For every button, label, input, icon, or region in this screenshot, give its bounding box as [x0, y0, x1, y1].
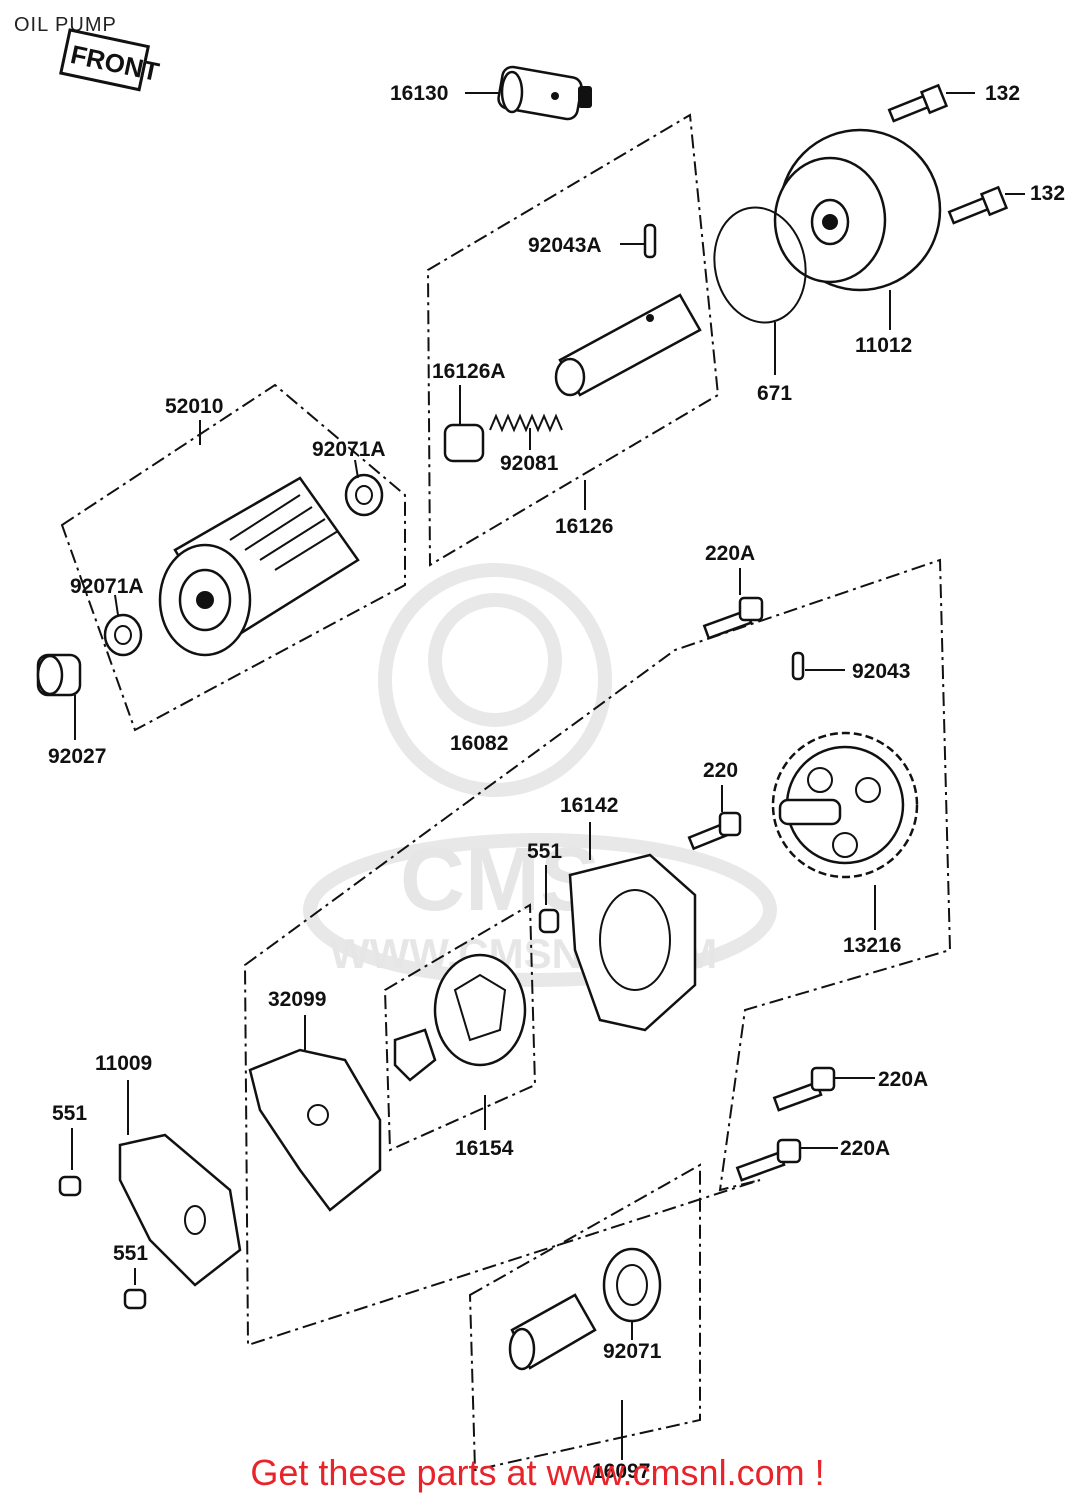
bolt-220A-mid	[772, 1066, 875, 1112]
label-11012: 11012	[855, 334, 912, 357]
label-92071A-lower: 92071A	[70, 575, 144, 598]
part-92043-pin	[791, 651, 845, 681]
label-92027: 92027	[48, 745, 106, 768]
label-16082: 16082	[450, 732, 508, 755]
part-52010-oil-filter	[158, 420, 360, 657]
label-52010: 52010	[165, 395, 223, 418]
label-16126A: 16126A	[432, 360, 506, 383]
relief-valve-group	[426, 113, 720, 567]
part-16126A-plunger	[443, 385, 485, 463]
part-551-low	[123, 1268, 147, 1310]
label-220: 220	[703, 759, 738, 782]
label-551-left: 551	[52, 1102, 87, 1125]
label-13216: 13216	[843, 934, 901, 957]
label-551-low: 551	[113, 1242, 148, 1265]
part-92071-seal	[602, 1247, 662, 1340]
part-92071A-lower	[103, 594, 143, 657]
bolt-220A-upper	[702, 568, 764, 640]
label-32099: 32099	[268, 988, 326, 1011]
front-tag: FRONT	[59, 28, 162, 92]
label-220A-upper: 220A	[705, 542, 755, 565]
part-relief-valve	[554, 293, 702, 397]
part-551-left	[58, 1128, 82, 1197]
part-92081-spring	[489, 413, 563, 450]
part-16097-shaft	[508, 1293, 623, 1460]
bolt-132-lower	[947, 185, 1025, 225]
label-16097: 16097	[592, 1460, 650, 1483]
page-title: OIL PUMP	[14, 14, 117, 36]
part-11009-plate	[118, 1080, 242, 1287]
rotor-group	[383, 903, 537, 1152]
part-16142-pump-body	[568, 822, 697, 1032]
pump-group	[243, 558, 952, 1347]
part-671-oring	[713, 206, 807, 324]
part-labels: 16130 132 132 92043A 11012 671 16126A 92…	[48, 82, 1065, 1483]
label-16154: 16154	[455, 1137, 514, 1160]
part-16154-rotors	[393, 953, 527, 1130]
part-32099-gasket	[248, 1015, 382, 1212]
part-92027-collar	[36, 653, 82, 740]
footer-link-text[interactable]: Get these parts at www.cmsnl.com !	[250, 1452, 825, 1493]
label-220A-low: 220A	[840, 1137, 890, 1160]
label-16126: 16126	[555, 515, 613, 538]
label-92081: 92081	[500, 452, 559, 475]
label-92071: 92071	[603, 1340, 662, 1363]
label-16142: 16142	[560, 794, 618, 817]
label-11009: 11009	[95, 1052, 152, 1075]
label-132-upper: 132	[985, 82, 1020, 105]
shaft-group	[468, 1163, 701, 1472]
part-16130	[465, 65, 592, 121]
label-92043A: 92043A	[528, 234, 602, 257]
oil-filter-group	[60, 383, 406, 732]
bolt-132-upper	[887, 83, 975, 123]
label-551-mid: 551	[527, 840, 562, 863]
label-92071A-upper: 92071A	[312, 438, 386, 461]
part-92043A-pin	[620, 223, 657, 259]
label-220A-mid: 220A	[878, 1068, 928, 1091]
watermark-brand: CMS	[400, 830, 600, 930]
bolt-220A-low	[735, 1138, 838, 1182]
bolt-220	[687, 785, 742, 851]
part-92071A-upper	[344, 459, 384, 517]
label-92043: 92043	[852, 660, 910, 683]
label-16130: 16130	[390, 82, 448, 105]
label-671: 671	[757, 382, 792, 405]
part-551-mid	[538, 865, 560, 934]
label-132-lower: 132	[1030, 182, 1065, 205]
part-13216-gear	[771, 731, 919, 930]
